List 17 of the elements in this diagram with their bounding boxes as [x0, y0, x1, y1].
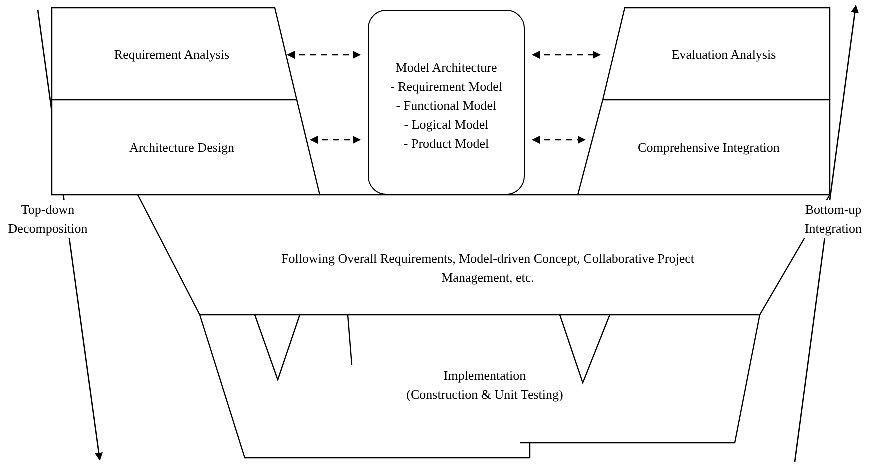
- node-text: - Product Model: [404, 134, 490, 152]
- node-title: Evaluation Analysis: [672, 46, 776, 64]
- direction-label: Top-down Decomposition: [8, 200, 88, 238]
- node-text: - Functional Model: [396, 96, 497, 114]
- dashed-arrow: [532, 51, 601, 59]
- node-title: Requirement Analysis: [114, 46, 230, 64]
- node-text: - Requirement Model: [390, 78, 502, 96]
- node-text: - Logical Model: [404, 116, 489, 134]
- node-text: (Construction & Unit Testing): [406, 386, 564, 404]
- node-title: Following Overall Requirements, Model-driven Concept, Collaborative Project Management, etc.: [280, 250, 696, 287]
- dashed-arrow: [287, 51, 361, 59]
- dashed-arrow: [532, 136, 586, 144]
- node-title: Architecture Design: [129, 139, 235, 157]
- node-title: Comprehensive Integration: [638, 139, 780, 157]
- dashed-arrow: [310, 136, 361, 144]
- node-title: Model Architecture: [396, 58, 498, 76]
- node-title: Implementation: [444, 367, 526, 385]
